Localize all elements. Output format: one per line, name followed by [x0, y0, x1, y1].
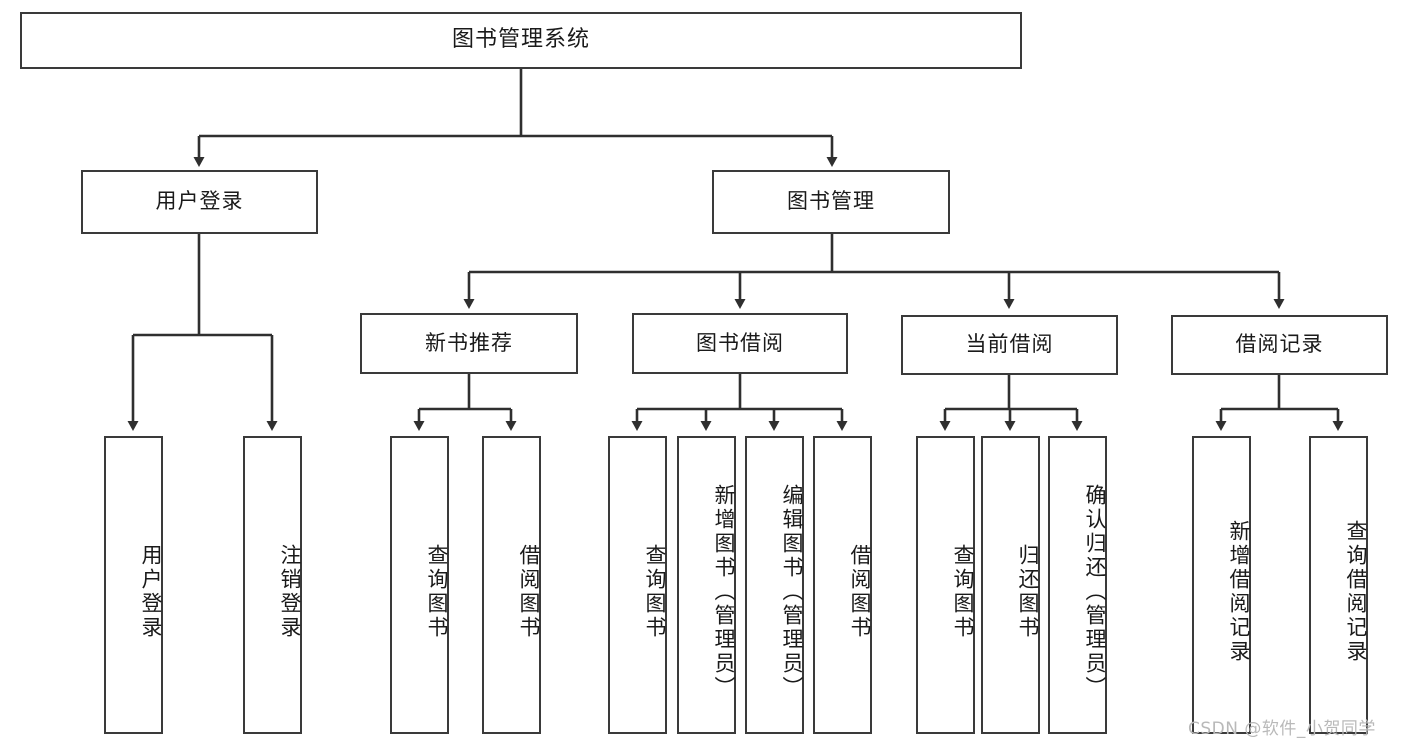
node-book-manage[interactable]: 图书管理	[712, 170, 950, 234]
node-leaf-borrow-book-2[interactable]: 借阅图书	[813, 436, 872, 734]
node-leaf-add-book[interactable]: 新增图书（管理员）	[677, 436, 736, 734]
node-current-borrow[interactable]: 当前借阅	[901, 315, 1118, 375]
node-borrow-record[interactable]: 借阅记录	[1171, 315, 1388, 375]
node-leaf-edit-book[interactable]: 编辑图书（管理员）	[745, 436, 804, 734]
node-leaf-query-book-1[interactable]: 查询图书	[390, 436, 449, 734]
csdn-watermark: CSDN @软件_小贺同学	[1188, 719, 1376, 739]
node-leaf-query-record[interactable]: 查询借阅记录	[1309, 436, 1368, 734]
node-leaf-add-record[interactable]: 新增借阅记录	[1192, 436, 1251, 734]
node-leaf-query-book-3[interactable]: 查询图书	[916, 436, 975, 734]
node-leaf-user-login[interactable]: 用户登录	[104, 436, 163, 734]
node-book-borrow[interactable]: 图书借阅	[632, 313, 848, 374]
node-leaf-return-book[interactable]: 归还图书	[981, 436, 1040, 734]
node-root[interactable]: 图书管理系统	[20, 12, 1022, 69]
node-leaf-confirm-return[interactable]: 确认归还（管理员）	[1048, 436, 1107, 734]
node-leaf-borrow-book-1[interactable]: 借阅图书	[482, 436, 541, 734]
node-new-book-recommend[interactable]: 新书推荐	[360, 313, 578, 374]
node-user-login[interactable]: 用户登录	[81, 170, 318, 234]
node-leaf-query-book-2[interactable]: 查询图书	[608, 436, 667, 734]
node-leaf-user-logout[interactable]: 注销登录	[243, 436, 302, 734]
